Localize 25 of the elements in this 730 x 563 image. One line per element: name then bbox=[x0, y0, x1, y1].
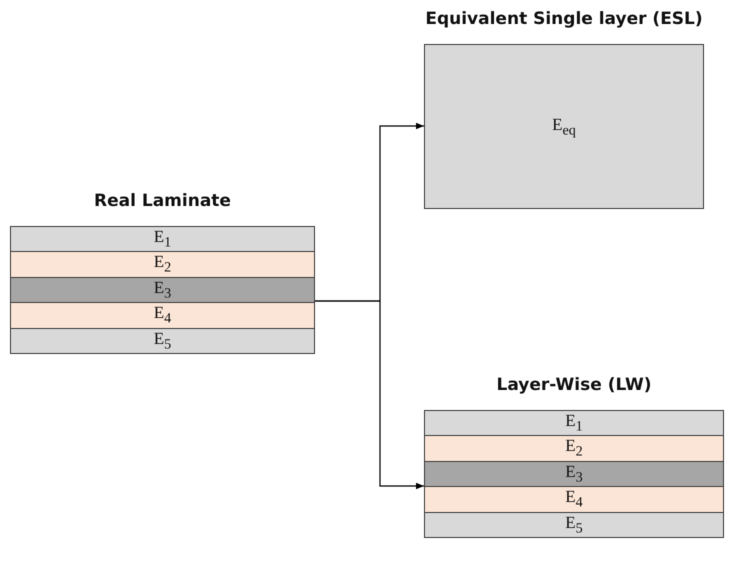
modulus-symbol: E$_{3}$ bbox=[154, 278, 172, 302]
arrow bbox=[315, 300, 424, 490]
modulus-symbol: E$_{2}$ bbox=[565, 436, 583, 461]
laminate-layer bbox=[425, 435, 723, 461]
modulus-symbol: E$_{1}$ bbox=[565, 411, 583, 436]
modulus-symbol: E$_{1}$ bbox=[154, 227, 172, 252]
modulus-symbol: E$_{4}$ bbox=[565, 487, 583, 512]
box-title: Equivalent Single layer (ESL) bbox=[424, 9, 704, 29]
modulus-symbol: E$_{eq}$ bbox=[552, 115, 576, 140]
modulus-symbol: E$_{3}$ bbox=[565, 462, 583, 486]
laminate-layer bbox=[11, 328, 314, 354]
laminate-layer bbox=[425, 460, 723, 486]
modulus-symbol: E$_{2}$ bbox=[154, 252, 172, 277]
modulus-symbol: E$_{5}$ bbox=[154, 328, 172, 354]
laminate-layer bbox=[11, 302, 314, 328]
laminate-layer bbox=[11, 227, 314, 252]
stack-title: Real Laminate bbox=[93, 191, 232, 211]
laminate-layer bbox=[425, 486, 723, 512]
stack-title: Layer-Wise (LW) bbox=[495, 375, 653, 395]
modulus-symbol: E$_{5}$ bbox=[565, 512, 583, 538]
laminate-layer bbox=[425, 512, 723, 538]
laminate-layer bbox=[11, 251, 314, 277]
modulus-symbol: E$_{4}$ bbox=[154, 303, 172, 328]
laminate-layer bbox=[11, 276, 314, 302]
laminate-layer bbox=[425, 411, 723, 436]
